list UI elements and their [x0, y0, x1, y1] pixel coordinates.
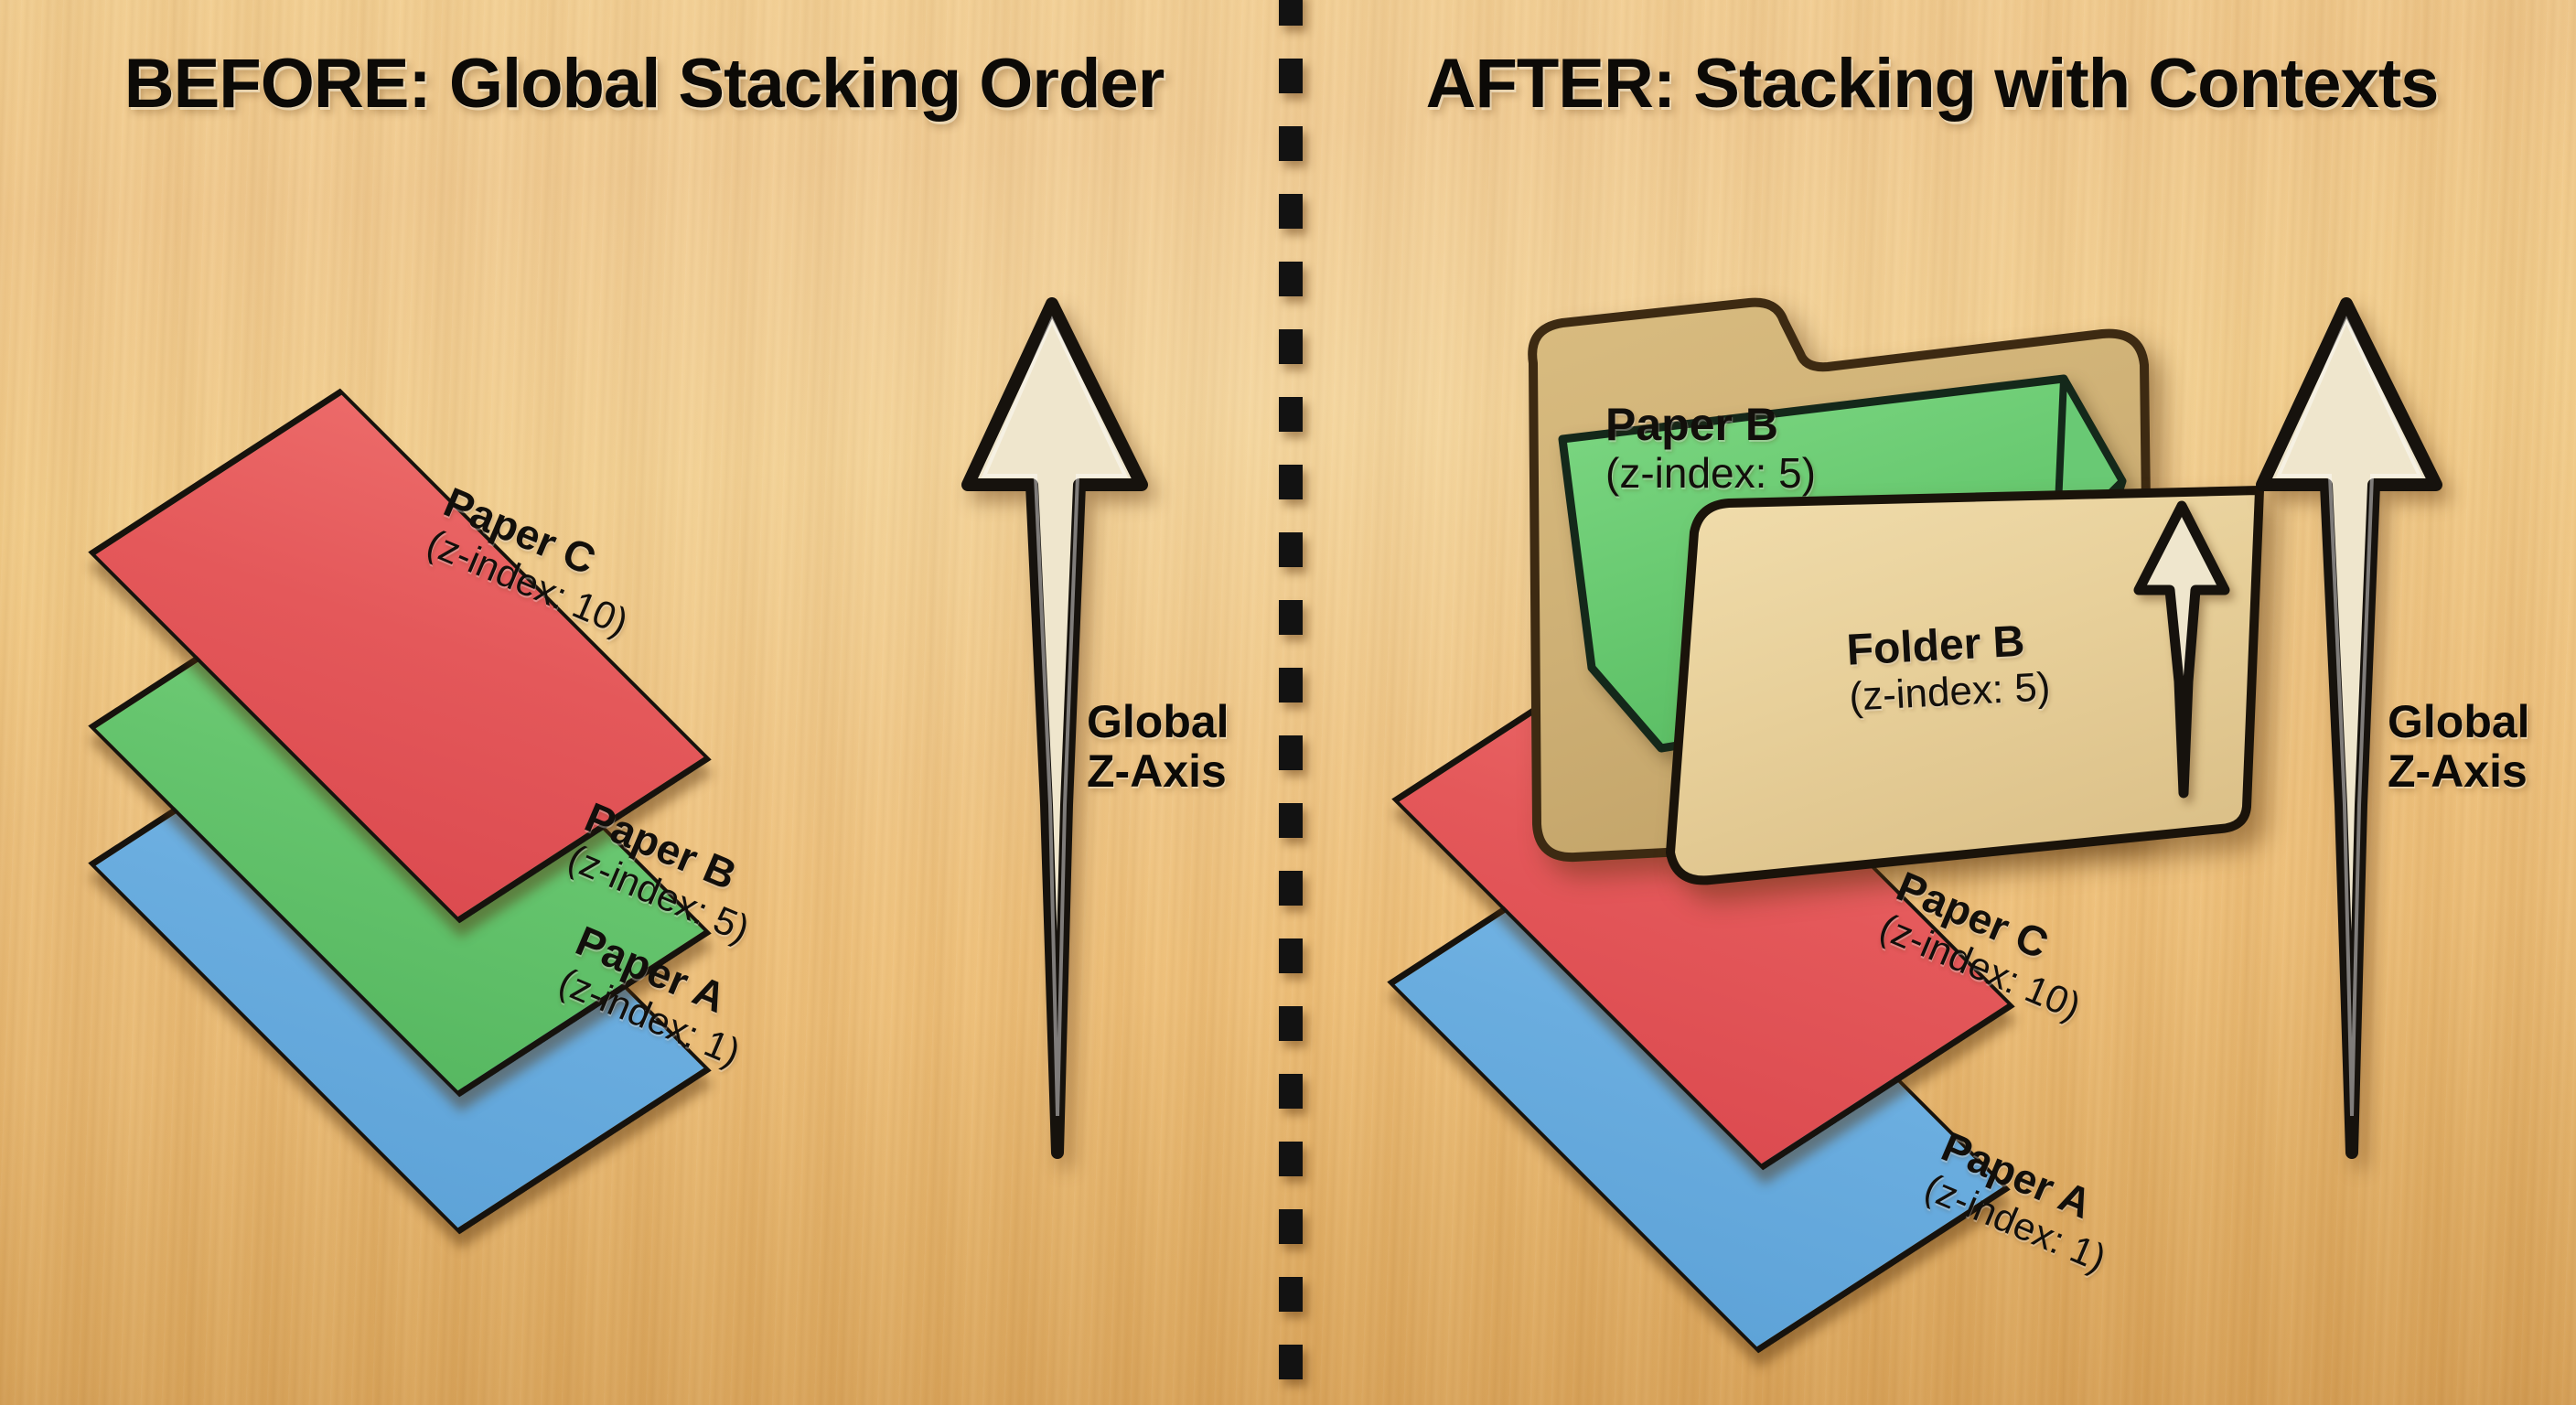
before-panel: BEFORE: Global Stacking Order — [123, 45, 1165, 123]
folder-b-label: Folder B (z-index: 5) — [1845, 617, 2052, 720]
axis-label-line1: Global — [2388, 696, 2530, 747]
after-panel-title: AFTER: Stacking with Contexts — [1425, 45, 2440, 123]
global-z-axis-arrow-left — [951, 293, 1153, 1166]
folder-front-shape — [1666, 486, 2264, 885]
after-panel: AFTER: Stacking with Contexts — [1288, 0, 2576, 1405]
global-z-axis-label-left: Global Z-Axis — [1087, 697, 1229, 796]
before-panel-title: BEFORE: Global Stacking Order — [123, 45, 1165, 123]
up-arrow-icon — [2256, 297, 2442, 1159]
up-arrow-icon — [2133, 500, 2230, 799]
global-z-axis-arrow-right — [2246, 293, 2447, 1166]
axis-label-line1: Global — [1087, 696, 1229, 747]
paper-b-right-label: Paper B (z-index: 5) — [1605, 400, 1816, 497]
global-z-axis-label-right: Global Z-Axis — [2388, 697, 2530, 796]
folder-b-front — [1592, 485, 2287, 896]
paper-b-right-zindex: (z-index: 5) — [1605, 449, 1817, 497]
paper-b-right-name: Paper B — [1605, 399, 1778, 450]
panel-divider — [1279, 0, 1303, 1405]
axis-label-line2: Z-Axis — [2388, 745, 2528, 797]
up-arrow-icon — [961, 297, 1148, 1159]
local-z-axis-arrow — [2131, 499, 2232, 805]
axis-label-line2: Z-Axis — [1087, 745, 1227, 797]
